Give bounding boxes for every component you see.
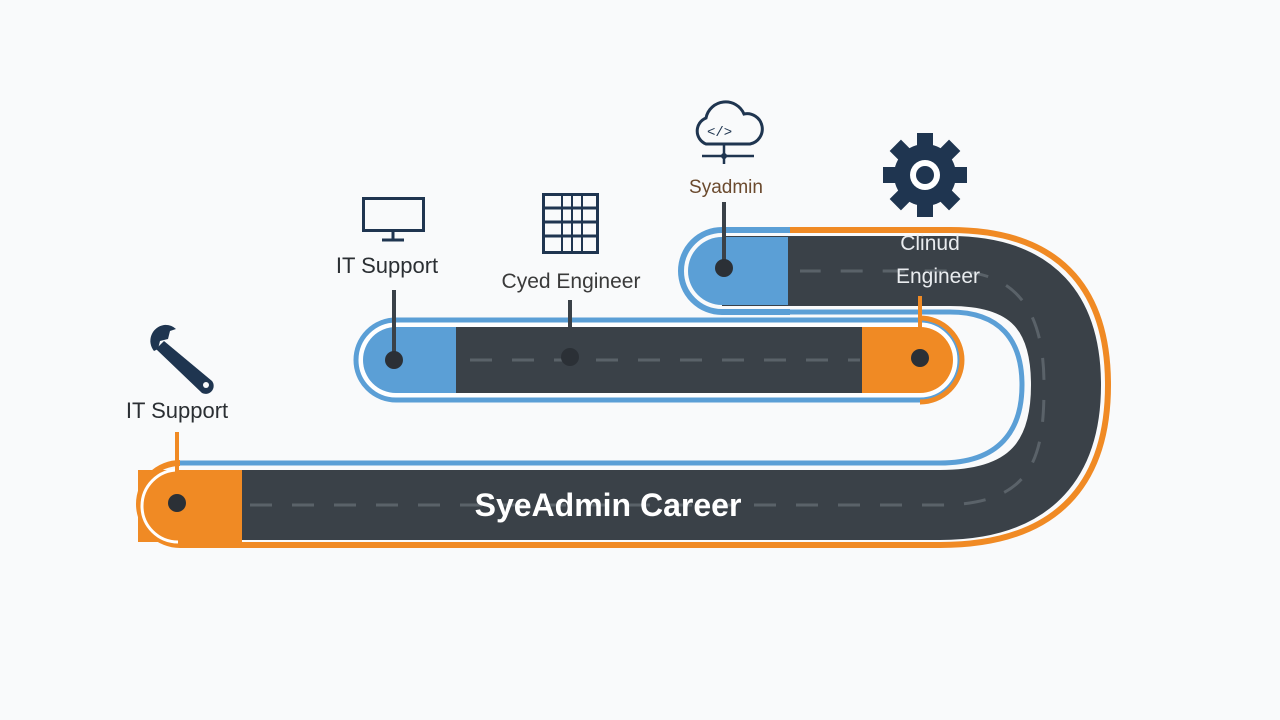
wrench-icon [150, 324, 214, 394]
milestone-dot-4[interactable] [715, 259, 733, 277]
middle-road-blue-start [363, 327, 456, 393]
milestone-label-5-line1: Clinud [900, 232, 960, 255]
milestone-dot-2[interactable] [385, 351, 403, 369]
hook-road-blue-outline [678, 227, 790, 315]
long-road-asphalt [180, 236, 1102, 540]
svg-text:</>: </> [707, 125, 732, 141]
milestone-dot-1[interactable] [168, 494, 186, 512]
monitor-icon [362, 197, 425, 242]
cloud-code-icon: </> [695, 100, 764, 164]
milestone-dot-3[interactable] [561, 348, 579, 366]
start-cap-inner [140, 468, 179, 544]
long-road-orange-outline [180, 227, 1112, 548]
middle-road-orange-end [862, 327, 953, 393]
milestone-dot-5[interactable] [911, 349, 929, 367]
milestone-label-1: IT Support [126, 398, 228, 423]
milestone-label-4: Syadmin [689, 177, 763, 198]
hook-road-blue-fill [688, 237, 788, 305]
milestone-label-3: Cyed Engineer [502, 270, 641, 293]
diagram-title: SyeAdmin Career [475, 487, 742, 523]
start-cap-outline [136, 460, 181, 548]
middle-road-orange-outline [919, 315, 965, 405]
server-rack-icon [542, 193, 599, 254]
gear-icon [883, 133, 967, 217]
milestone-label-5-line2: Engineer [896, 265, 980, 288]
long-road-blue-inner-edge [180, 309, 1025, 466]
milestone-label-2: IT Support [336, 253, 438, 278]
